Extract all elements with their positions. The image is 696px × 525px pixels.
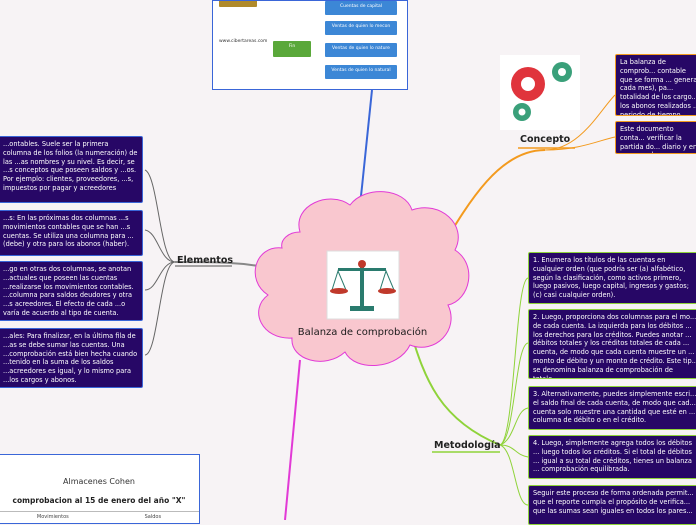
balance-table-image: Almacenes Cohen comprobacion al 15 de en… xyxy=(0,454,200,524)
branch-concepto[interactable]: Concepto xyxy=(520,134,571,145)
concepto-item[interactable]: Este documento conta... verificar la par… xyxy=(615,121,696,154)
elementos-item[interactable]: ...go en otras dos columnas, se anotan .… xyxy=(0,261,143,321)
table-headers: Movimientos Saldos xyxy=(0,511,199,520)
table-col-movimientos: Movimientos xyxy=(36,514,69,520)
flow-cell: Cuentas de capital xyxy=(325,1,397,15)
branch-metodologia[interactable]: Metodología xyxy=(434,440,501,451)
flow-cell: Ventas de quien lo mecon xyxy=(325,21,397,35)
flow-top-cell xyxy=(219,1,257,7)
elementos-item[interactable]: ...ontables. Suele ser la primera column… xyxy=(0,136,143,203)
elementos-item[interactable]: ...s: En las próximas dos columnas ...s … xyxy=(0,210,143,256)
connector-magenta xyxy=(284,359,301,520)
metodologia-item[interactable]: 1. Enumera los títulos de las cuentas en… xyxy=(528,252,696,304)
table-subtitle: comprobacion al 15 de enero del año "X" xyxy=(12,496,186,505)
cibertareas-logo: www.cibertareas.com xyxy=(219,39,268,44)
connector-orange-c xyxy=(544,136,616,151)
metodologia-item[interactable]: Seguir este proceso de forma ordenada pe… xyxy=(528,485,696,525)
concepto-item[interactable]: La balanza de comprob... contable que se… xyxy=(615,54,696,116)
table-col-saldos: Saldos xyxy=(144,514,162,520)
central-topic-title[interactable]: Balanza de comprobación xyxy=(297,327,428,338)
table-company-name: Almacenes Cohen xyxy=(63,477,135,486)
metodologia-item[interactable]: 4. Luego, simplemente agrega todos los d… xyxy=(528,435,696,479)
elementos-item[interactable]: ...ales: Para finalizar, en la última fi… xyxy=(0,328,143,388)
flowchart-image: Cuentas de capital Ventas de quien lo me… xyxy=(212,0,408,90)
flow-cell: Ventas de quien lo natural xyxy=(325,65,397,79)
gears-icon xyxy=(500,55,580,130)
flow-fin-cell: Fin xyxy=(273,41,311,57)
scale-icon xyxy=(326,250,400,320)
metodologia-item[interactable]: 2. Luego, proporciona dos columnas para … xyxy=(528,309,696,379)
connector-blue xyxy=(359,89,373,206)
flow-cell: Ventas de quien lo nature xyxy=(325,43,397,57)
branch-elementos[interactable]: Elementos xyxy=(177,255,234,266)
metodologia-item[interactable]: 3. Alternativamente, puedes simplemente … xyxy=(528,386,696,430)
